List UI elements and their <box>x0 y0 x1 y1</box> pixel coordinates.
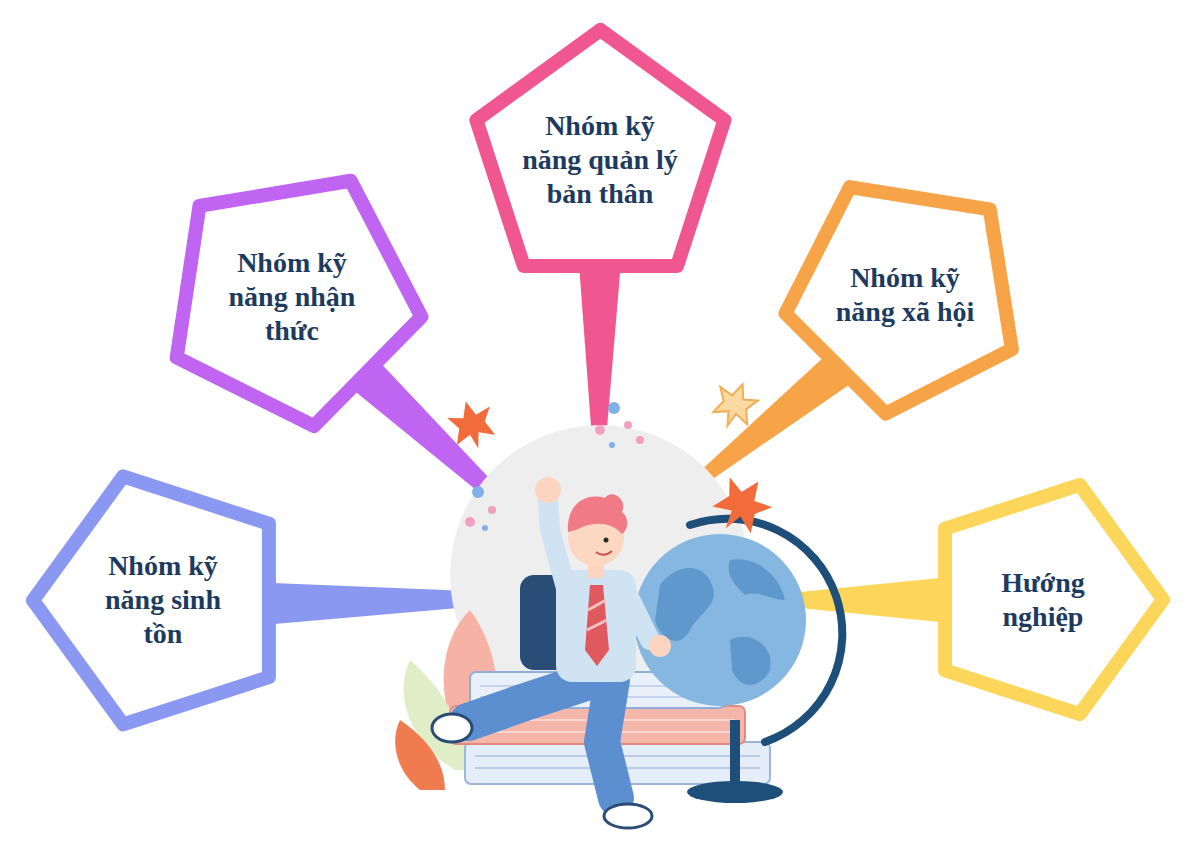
node-label: Nhóm kỹ năng nhận thức <box>212 246 372 348</box>
student-figure-part <box>604 538 609 543</box>
student-figure-part <box>596 551 612 555</box>
student-figure-part <box>604 804 652 828</box>
branch-stems-part <box>578 250 622 440</box>
decorative-dots-part <box>595 425 605 435</box>
decorative-dots-part <box>624 421 632 429</box>
decorative-dots-part <box>636 436 644 444</box>
decorative-dots-part <box>609 442 615 448</box>
student-figure-part <box>602 680 616 798</box>
student-figure <box>432 477 671 828</box>
pentagon-border <box>945 485 1163 714</box>
globe-part <box>690 519 842 742</box>
node-text-group: Nhóm kỹ năng nhận thức <box>212 246 372 348</box>
pentagon-node: Hướng nghiệp <box>913 470 1172 729</box>
student-figure-part <box>585 585 609 666</box>
node-text-group: Nhóm kỹ năng quản lý bản thân <box>520 109 680 211</box>
maple-leaves-part <box>704 467 779 544</box>
pentagon-outline <box>775 165 1034 424</box>
pentagon-outline <box>913 470 1172 729</box>
decorative-dots-part <box>482 525 488 531</box>
student-figure-part <box>535 477 561 503</box>
pentagon-border <box>176 180 421 425</box>
pentagon-border <box>786 188 1012 414</box>
decorative-dots-part <box>608 402 620 414</box>
globe-part <box>634 534 806 706</box>
node-label: Nhóm kỹ năng quản lý bản thân <box>520 109 680 211</box>
student-figure-part <box>432 714 472 742</box>
student-figure-part <box>468 680 592 722</box>
student-figure-part <box>548 500 566 588</box>
globe-part <box>730 720 740 792</box>
maple-leaves-part <box>444 396 499 454</box>
pentagon-node: Nhóm kỹ năng xã hội <box>775 165 1034 424</box>
pentagon-node: Nhóm kỹ năng nhận thức <box>153 158 432 437</box>
node-label: Nhóm kỹ năng xã hội <box>825 261 985 329</box>
node-label: Hướng nghiệp <box>963 566 1123 634</box>
globe-part <box>730 637 771 685</box>
decorative-dots <box>465 402 644 531</box>
globe <box>634 519 842 803</box>
pentagon-border <box>476 30 724 266</box>
student-figure-part <box>587 620 607 630</box>
student-figure-part <box>628 595 650 640</box>
node-text-group: Nhóm kỹ năng xã hội <box>825 261 985 329</box>
maple-leaves-part <box>709 377 762 432</box>
decorative-dots-part <box>465 517 475 527</box>
node-text-group: Nhóm kỹ năng sinh tồn <box>83 549 243 651</box>
pentagon-node: Nhóm kỹ năng quản lý bản thân <box>461 21 740 300</box>
branch-stems-part <box>250 582 470 626</box>
node-text-group: Hướng nghiệp <box>963 566 1123 634</box>
node-label: Nhóm kỹ năng sinh tồn <box>83 549 243 651</box>
globe-part <box>655 568 714 641</box>
globe-part <box>729 559 785 600</box>
decorative-dots-part <box>472 486 484 498</box>
maple-leaves <box>444 377 779 543</box>
student-figure-part <box>588 600 606 610</box>
pentagon-border <box>33 476 269 724</box>
student-figure-part <box>568 494 627 534</box>
student-figure-part <box>649 635 671 657</box>
decorative-dots-part <box>488 506 496 514</box>
pentagon-node: Nhóm kỹ năng sinh tồn <box>24 461 303 740</box>
